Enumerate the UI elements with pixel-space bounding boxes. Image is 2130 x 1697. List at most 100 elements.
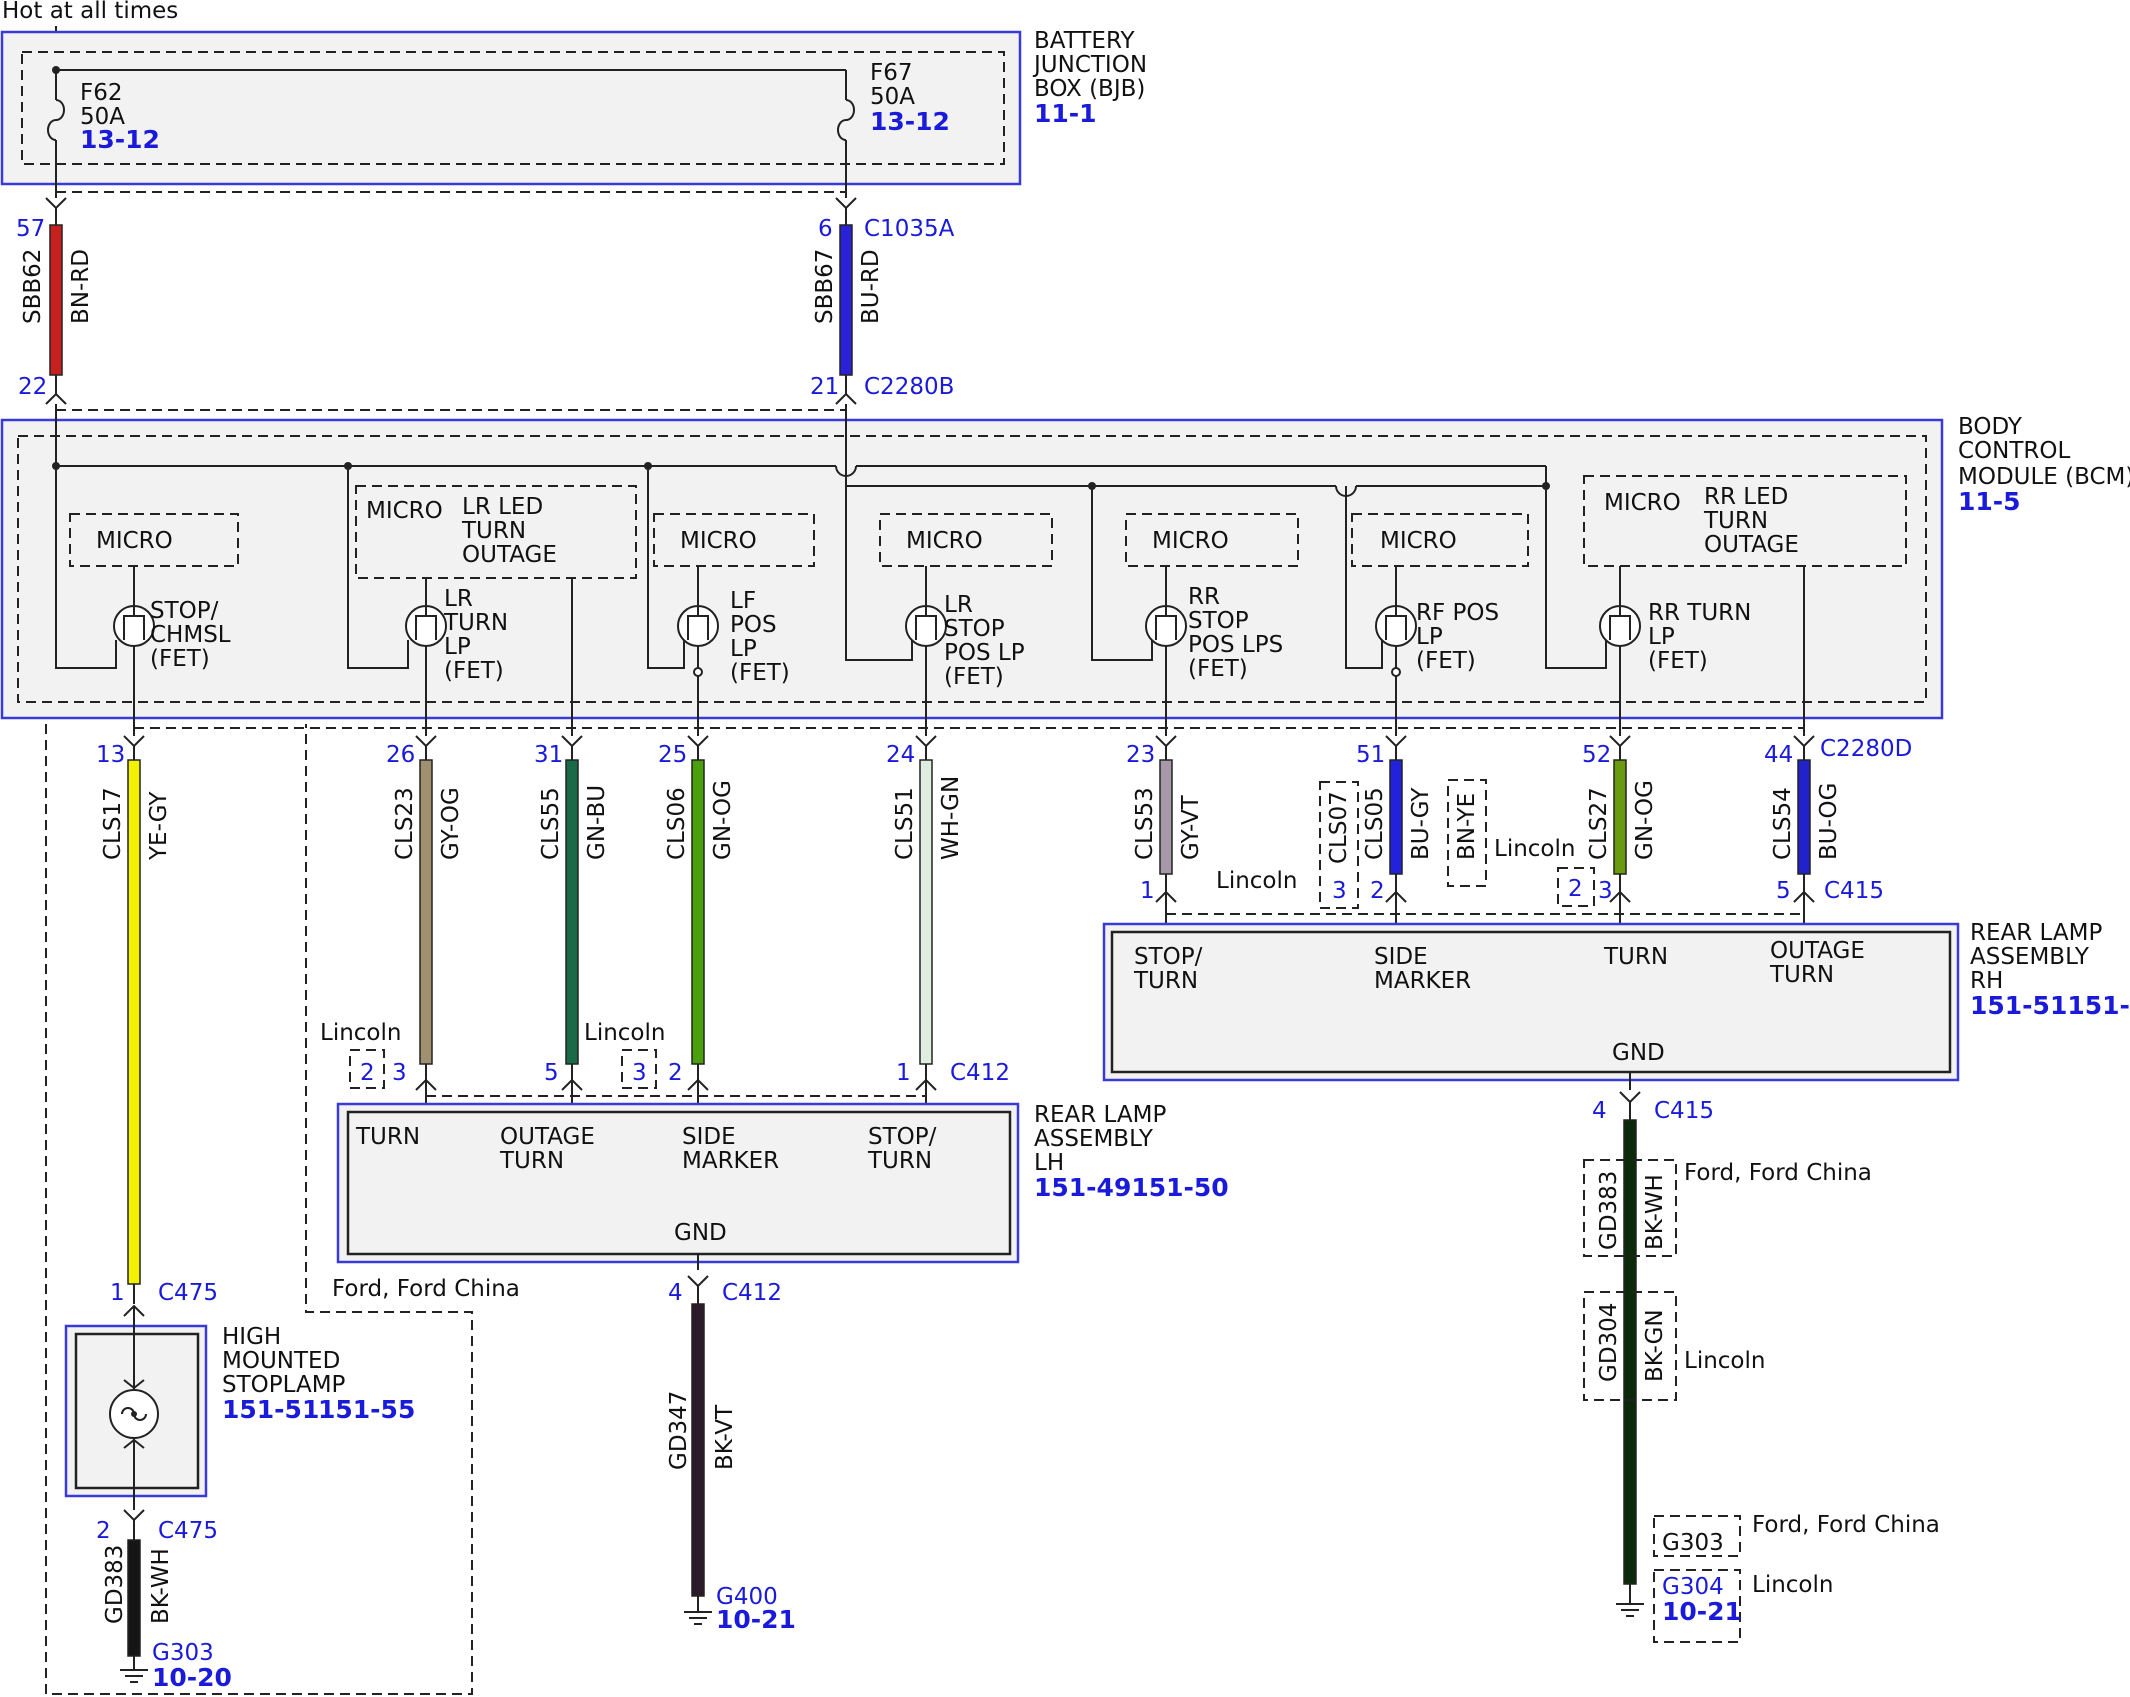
- fet-icon: [1599, 605, 1641, 647]
- rear-lamp-assembly-rh: 1 2 3 5 C415 Lincoln STOP/ TURN SIDE MAR…: [1102, 868, 1960, 1643]
- ground-ref-link[interactable]: 10-21: [1662, 1597, 1742, 1626]
- terminal-label: TURN: [867, 1148, 932, 1174]
- fet-label: (FET): [730, 660, 790, 686]
- lamp-rh-title: RH: [1970, 968, 2003, 994]
- micro-label: LR LED: [462, 494, 543, 520]
- color-code: BK-VT: [712, 1404, 738, 1470]
- micro-label: MICRO: [1380, 528, 1457, 554]
- micro-label: TURN: [1703, 508, 1768, 534]
- connector-id: C415: [1824, 878, 1884, 904]
- fet-label: LP: [1648, 624, 1675, 650]
- fet-icon: [1375, 605, 1417, 647]
- fet-label: (FET): [444, 658, 504, 684]
- fet-label: RR: [1188, 584, 1220, 610]
- pin-number: 3: [392, 1060, 407, 1086]
- lamp-lh-title: REAR LAMP: [1034, 1102, 1166, 1128]
- micro-label: MICRO: [1152, 528, 1229, 554]
- fet-label: (FET): [1648, 648, 1708, 674]
- pin-number: 1: [896, 1060, 911, 1086]
- variant-note: Lincoln: [1494, 836, 1575, 862]
- chmsl-ref-link[interactable]: 151-55: [318, 1395, 415, 1424]
- high-mounted-stoplamp: 1 C475 2 C475 GD383 BK-WH G303 10-20: [64, 1280, 232, 1692]
- wire-segment: [1613, 759, 1627, 875]
- connector-id: C412: [722, 1280, 782, 1306]
- fet-label: (FET): [150, 646, 210, 672]
- pin-number: 3: [632, 1060, 647, 1086]
- rh-variant-options: CLS07 3 BN-YE Lincoln 2: [1319, 779, 1595, 909]
- fet-label: POS LPS: [1188, 632, 1283, 658]
- ground-ref-link[interactable]: 10-20: [152, 1663, 232, 1692]
- connector-id: C2280B: [864, 374, 954, 400]
- fuse-name: F67: [870, 60, 913, 86]
- fuse-rating: 50A: [80, 104, 125, 130]
- variant-note: Ford, Ford China: [1684, 1160, 1872, 1186]
- fet-label: LF: [730, 588, 756, 614]
- color-code: GY-OG: [438, 787, 464, 860]
- color-code: BN-RD: [68, 249, 94, 324]
- fet-label: RF POS: [1416, 600, 1499, 626]
- pin-number: 26: [386, 742, 415, 768]
- lamp-rh-ref-link[interactable]: 151-51151-52: [1970, 991, 2130, 1020]
- bcm-title: BODY: [1958, 414, 2023, 440]
- pin-number: 6: [818, 216, 833, 242]
- pin-number: 5: [1776, 878, 1791, 904]
- pin-number: 1: [110, 1280, 125, 1306]
- fet-label: (FET): [944, 664, 1004, 690]
- color-code: WH-GN: [938, 776, 964, 860]
- pin-number: 44: [1764, 742, 1793, 768]
- lamp-lh-ref-link[interactable]: 151-49151-50: [1034, 1173, 1229, 1202]
- ground-id: G303: [1662, 1530, 1724, 1556]
- fuse-icon: [47, 99, 65, 141]
- wire-cls55: 31 CLS55 GN-BU: [534, 735, 610, 1065]
- micro-label: TURN: [461, 518, 526, 544]
- wire-cls53: 23 CLS53 GY-VT: [1126, 735, 1204, 875]
- lamp-lh-title: ASSEMBLY: [1034, 1126, 1154, 1152]
- micro-label: MICRO: [366, 498, 443, 524]
- circuit-id: CLS07: [1326, 791, 1352, 864]
- circuit-id: CLS51: [892, 787, 918, 860]
- fuse-ref-link[interactable]: 13-12: [80, 125, 160, 154]
- chmsl-ref-link[interactable]: 151-51: [222, 1395, 319, 1424]
- circuit-id: SBB67: [812, 249, 838, 324]
- terminal-label: GND: [674, 1220, 727, 1246]
- fuse-ref-link[interactable]: 13-12: [870, 107, 950, 136]
- variant-note: Lincoln: [1216, 868, 1297, 894]
- wire-segment: [1797, 759, 1811, 875]
- fet-icon: [905, 605, 947, 647]
- connector-id: C475: [158, 1280, 218, 1306]
- micro-box: [879, 513, 1053, 567]
- micro-label: OUTAGE: [462, 542, 557, 568]
- circuit-id: CLS05: [1362, 787, 1388, 860]
- pin-number: 5: [544, 1060, 559, 1086]
- connector-id: C1035A: [864, 216, 955, 242]
- chmsl-title: HIGH: [222, 1324, 281, 1350]
- pin-number: 24: [886, 742, 915, 768]
- fet-label: (FET): [1416, 648, 1476, 674]
- fet-label: LR: [444, 586, 473, 612]
- terminal-label: STOP/: [1134, 944, 1203, 970]
- connector-id: C415: [1654, 1098, 1714, 1124]
- wire-segment: [1159, 759, 1173, 875]
- pin-number: 3: [1598, 878, 1613, 904]
- pin-number: 57: [16, 216, 45, 242]
- pin-number: 21: [810, 374, 839, 400]
- fet-label: LR: [944, 592, 973, 618]
- wire-segment: [1623, 1119, 1637, 1585]
- color-code: BN-YE: [1454, 793, 1480, 860]
- feed-wire-sbb67: 6 C1035A 21 C2280B SBB67 BU-RD: [810, 197, 955, 405]
- ground-id: G400: [716, 1584, 778, 1610]
- color-code: GN-OG: [1632, 780, 1658, 860]
- wire-segment: [127, 759, 141, 1285]
- bcm-ref-link[interactable]: 11-5: [1958, 487, 2021, 516]
- pin-number: 31: [534, 742, 563, 768]
- rear-lamp-assembly-lh: 3 5 2 1 C412 Lincoln 2 Lincoln 3 TURN OU…: [320, 1020, 1020, 1634]
- fet-label: CHMSL: [150, 622, 231, 648]
- micro-box: [1125, 513, 1299, 567]
- ground-ref-link[interactable]: 10-21: [716, 1605, 796, 1634]
- variant-region: [45, 724, 473, 1695]
- pin-number: 1: [1140, 878, 1155, 904]
- chmsl-title: STOPLAMP: [222, 1372, 346, 1398]
- pin-number: 2: [1370, 878, 1385, 904]
- bjb-ref-link[interactable]: 11-1: [1034, 99, 1097, 128]
- pin-number: 23: [1126, 742, 1155, 768]
